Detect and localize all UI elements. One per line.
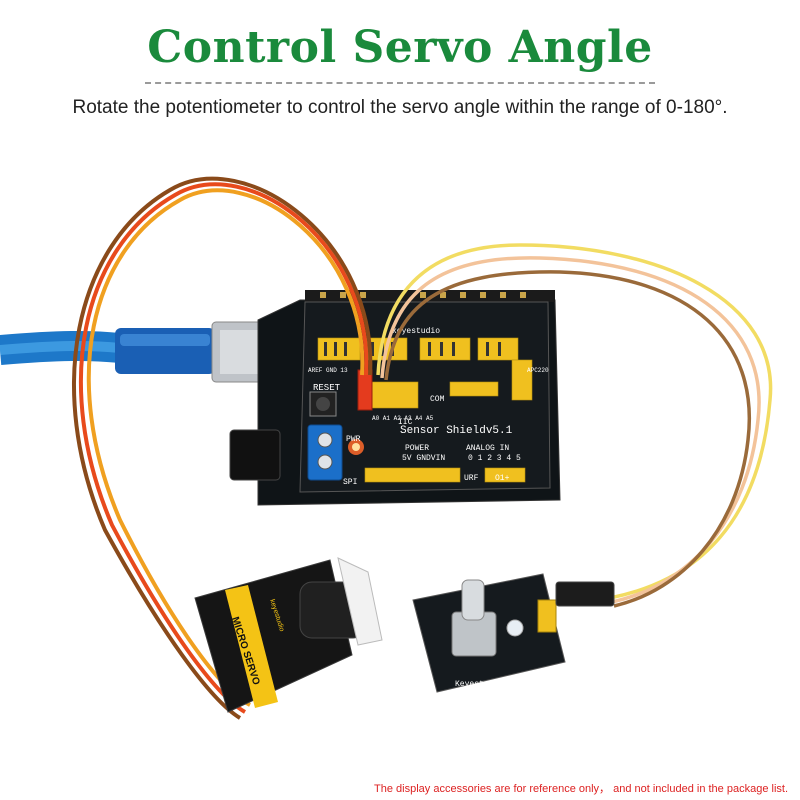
potentiometer-wires xyxy=(376,243,773,608)
analog-nums-label: 0 1 2 3 4 5 xyxy=(468,454,521,463)
apc-label: APC220 xyxy=(527,367,549,374)
shield-label: Sensor Shieldv5.1 xyxy=(400,425,513,437)
spi-label: SPI xyxy=(343,478,357,487)
disclaimer-footnote: The display accessories are for referenc… xyxy=(374,783,788,795)
title-divider xyxy=(145,82,655,84)
analog-pins-label: A0 A1 A2 A3 A4 A5 xyxy=(372,415,434,422)
iic-label: IIC xyxy=(398,418,413,427)
aref-label: AREF GND 13 xyxy=(308,367,348,374)
urf-label: URF xyxy=(464,474,479,483)
power-pins-label: 5V GNDVIN xyxy=(402,454,445,463)
usb-cable xyxy=(0,321,303,383)
pwr-label: PWR xyxy=(346,435,361,444)
page-subtitle: Rotate the potentiometer to control the … xyxy=(72,97,728,118)
sensor-shield: RESET keyestudio Sensor Shieldv5.1 PWR P… xyxy=(299,301,551,493)
o1-label: O1+ xyxy=(495,474,510,483)
servo-wires xyxy=(72,176,373,720)
potentiometer-module: Keyestudio xyxy=(412,573,615,693)
com-label: COM xyxy=(430,395,445,404)
brand-label: keyestudio xyxy=(392,327,440,336)
pot-brand-label: Keyestudio xyxy=(455,680,503,689)
page-title: Control Servo Angle xyxy=(147,22,653,73)
servo-wiring-illustration: RESET keyestudio Sensor Shieldv5.1 PWR P… xyxy=(0,176,773,720)
micro-servo: MICRO SERVO keyestudio xyxy=(194,557,383,713)
analog-label: ANALOG IN xyxy=(466,444,509,453)
power-label: POWER xyxy=(405,444,429,453)
reset-label: RESET xyxy=(313,383,341,393)
